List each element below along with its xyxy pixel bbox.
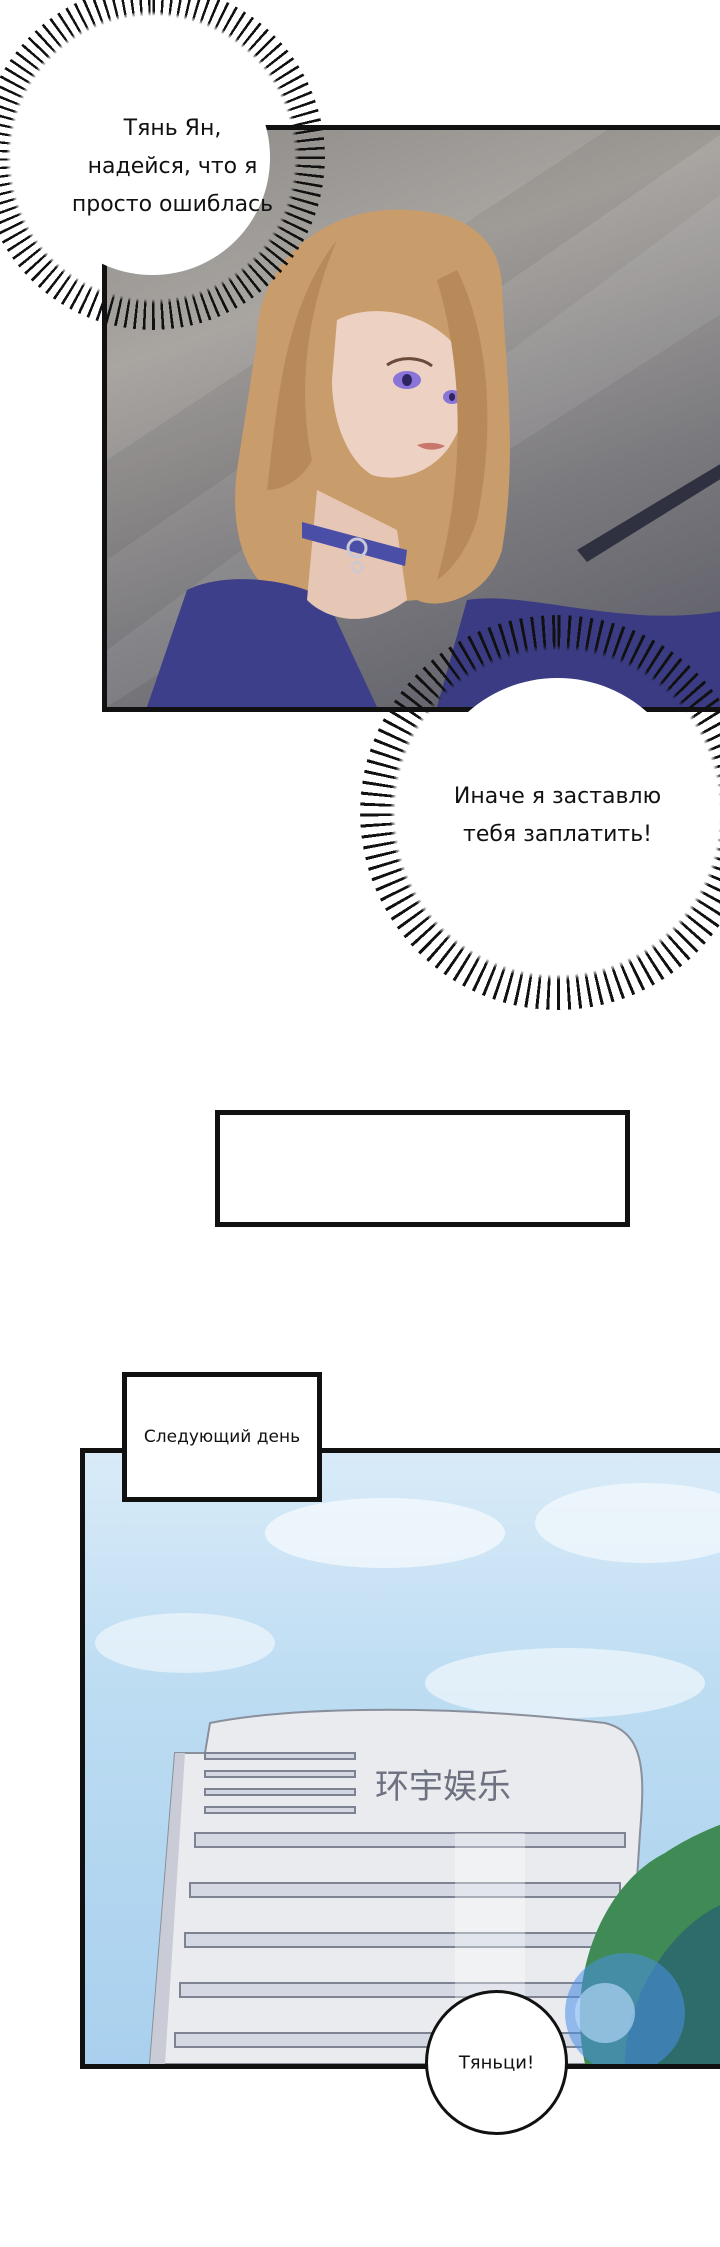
building-sign: 环宇娱乐: [375, 1767, 511, 1807]
bubble-2-text: Иначе я заставлю тебя заплатить!: [453, 784, 662, 847]
caption-next-day: Следующий день: [122, 1372, 322, 1502]
bubble-fill: [35, 40, 270, 275]
bubble-fill: [423, 678, 692, 947]
caption-text: Следующий день: [143, 1427, 301, 1447]
thought-bubble-2: [360, 615, 720, 1010]
building-illustration: 环宇娱乐: [95, 1483, 720, 2064]
speech-text: Тяньци!: [458, 2052, 535, 2073]
bubble-1-text: Тянь Ян, надейся, что я просто ошиблась: [71, 116, 274, 217]
thought-bubble-1: [0, 0, 325, 330]
speech-bubble-oval: Тяньци!: [425, 1990, 568, 2135]
panel-woman-closeup: [102, 125, 720, 712]
empty-caption-box: [215, 1110, 630, 1227]
woman-illustration: [107, 130, 720, 707]
panel-office-building: 环宇娱乐: [80, 1448, 720, 2069]
